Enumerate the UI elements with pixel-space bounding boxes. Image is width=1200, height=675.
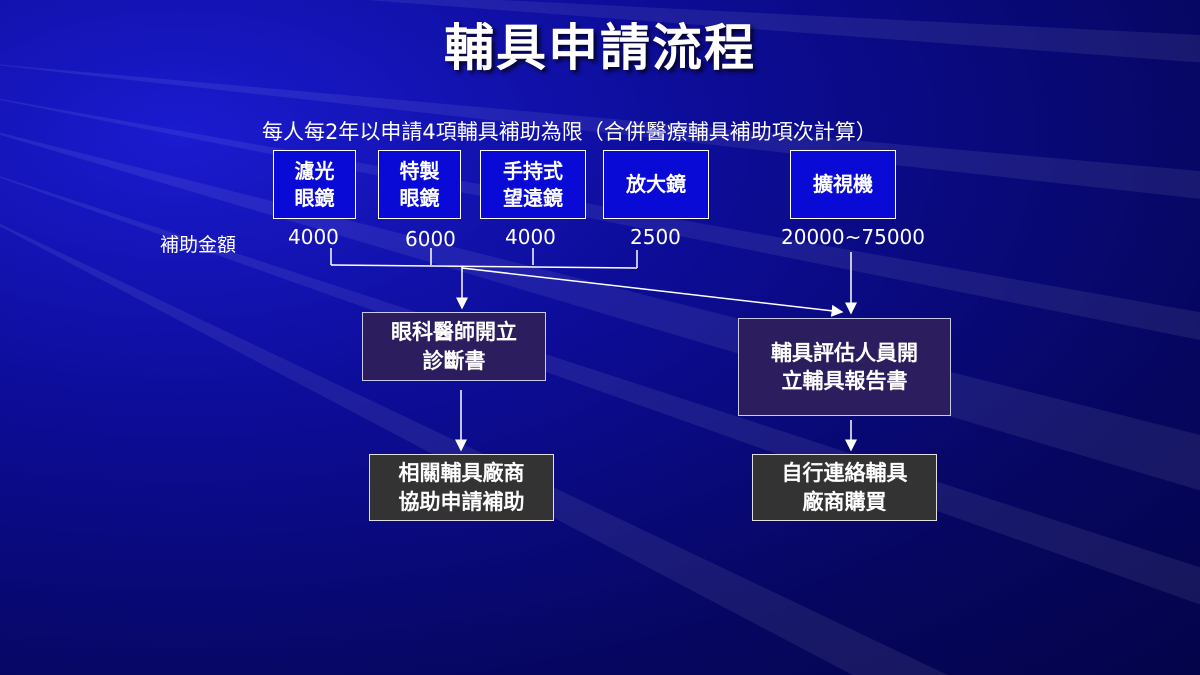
device-label: 放大鏡 (626, 172, 686, 196)
step-box-assessor-report: 輔具評估人員開 立輔具報告書 (738, 318, 951, 416)
device-label: 擴視機 (813, 172, 873, 196)
device-box-cctv: 擴視機 (790, 150, 896, 219)
step-label: 眼科醫師開立 診斷書 (391, 320, 517, 373)
amount-telescope: 4000 (505, 225, 556, 249)
device-label: 手持式 望遠鏡 (503, 158, 563, 210)
result-box-vendor-help: 相關輔具廠商 協助申請補助 (369, 454, 554, 521)
amount-magnifier: 2500 (630, 225, 681, 249)
device-box-special-glasses: 特製 眼鏡 (378, 150, 461, 219)
device-label: 特製 眼鏡 (399, 158, 440, 210)
amount-label: 補助金額 (160, 234, 237, 256)
subtitle-note: 每人每2年以申請4項輔具補助為限（合併醫療輔具補助項次計算） (262, 120, 877, 144)
step-label: 輔具評估人員開 立輔具報告書 (771, 340, 918, 393)
device-box-filter-glasses: 濾光 眼鏡 (273, 150, 356, 219)
step-box-doctor-diagnosis: 眼科醫師開立 診斷書 (362, 312, 546, 381)
device-box-magnifier: 放大鏡 (603, 150, 709, 219)
amount-special-glasses: 6000 (405, 227, 456, 251)
result-box-self-purchase: 自行連絡輔具 廠商購買 (752, 454, 937, 521)
step-label: 自行連絡輔具 廠商購買 (781, 461, 908, 514)
amount-cctv: 20000~75000 (781, 225, 926, 249)
step-label: 相關輔具廠商 協助申請補助 (398, 461, 525, 514)
device-box-telescope: 手持式 望遠鏡 (480, 150, 586, 219)
page-title: 輔具申請流程 (444, 19, 756, 77)
device-label: 濾光 眼鏡 (294, 158, 335, 210)
amount-filter-glasses: 4000 (288, 225, 339, 249)
